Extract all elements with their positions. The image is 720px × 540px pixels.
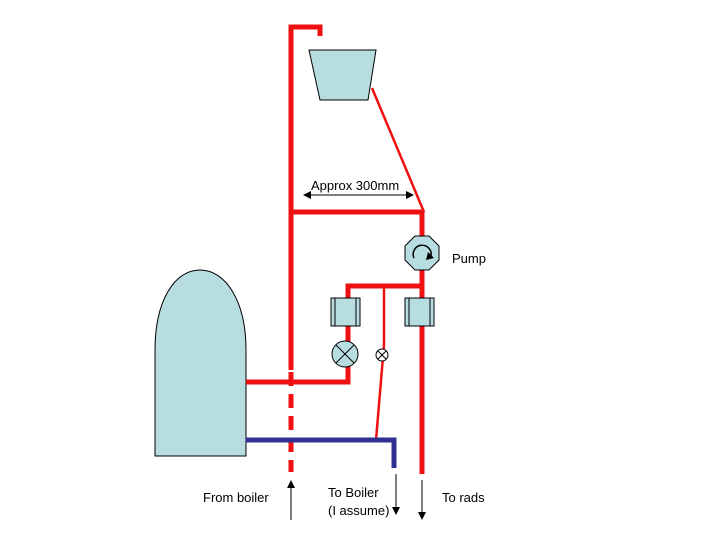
vent-pipe: [288, 24, 323, 370]
bypass-pipe: [374, 288, 386, 441]
to-rads-arrow: [418, 480, 426, 520]
pump-icon: [404, 235, 440, 271]
to-boiler-arrow: [392, 474, 400, 515]
hot-water-cylinder: [154, 269, 247, 457]
bypass-valve-icon: [375, 348, 389, 362]
approx-label: Approx 300mm: [311, 178, 399, 193]
cylinder-flow-pipe: [246, 283, 422, 385]
gate-valve-icon: [331, 340, 359, 368]
from-boiler-arrow: [287, 480, 295, 520]
from-boiler-label: From boiler: [203, 490, 269, 505]
pump-label: Pump: [452, 251, 486, 266]
left-motorised-valve: [330, 297, 361, 327]
right-motorised-valve: [404, 297, 435, 327]
to-boiler-label: To Boiler: [328, 485, 379, 500]
dimension-arrow: [303, 191, 414, 199]
to-rads-label: To rads: [442, 490, 485, 505]
tank-feed-pipe: [370, 87, 426, 213]
to-boiler-note-label: (I assume): [328, 503, 389, 518]
header-tank: [308, 49, 377, 101]
return-pipe: [246, 437, 397, 468]
